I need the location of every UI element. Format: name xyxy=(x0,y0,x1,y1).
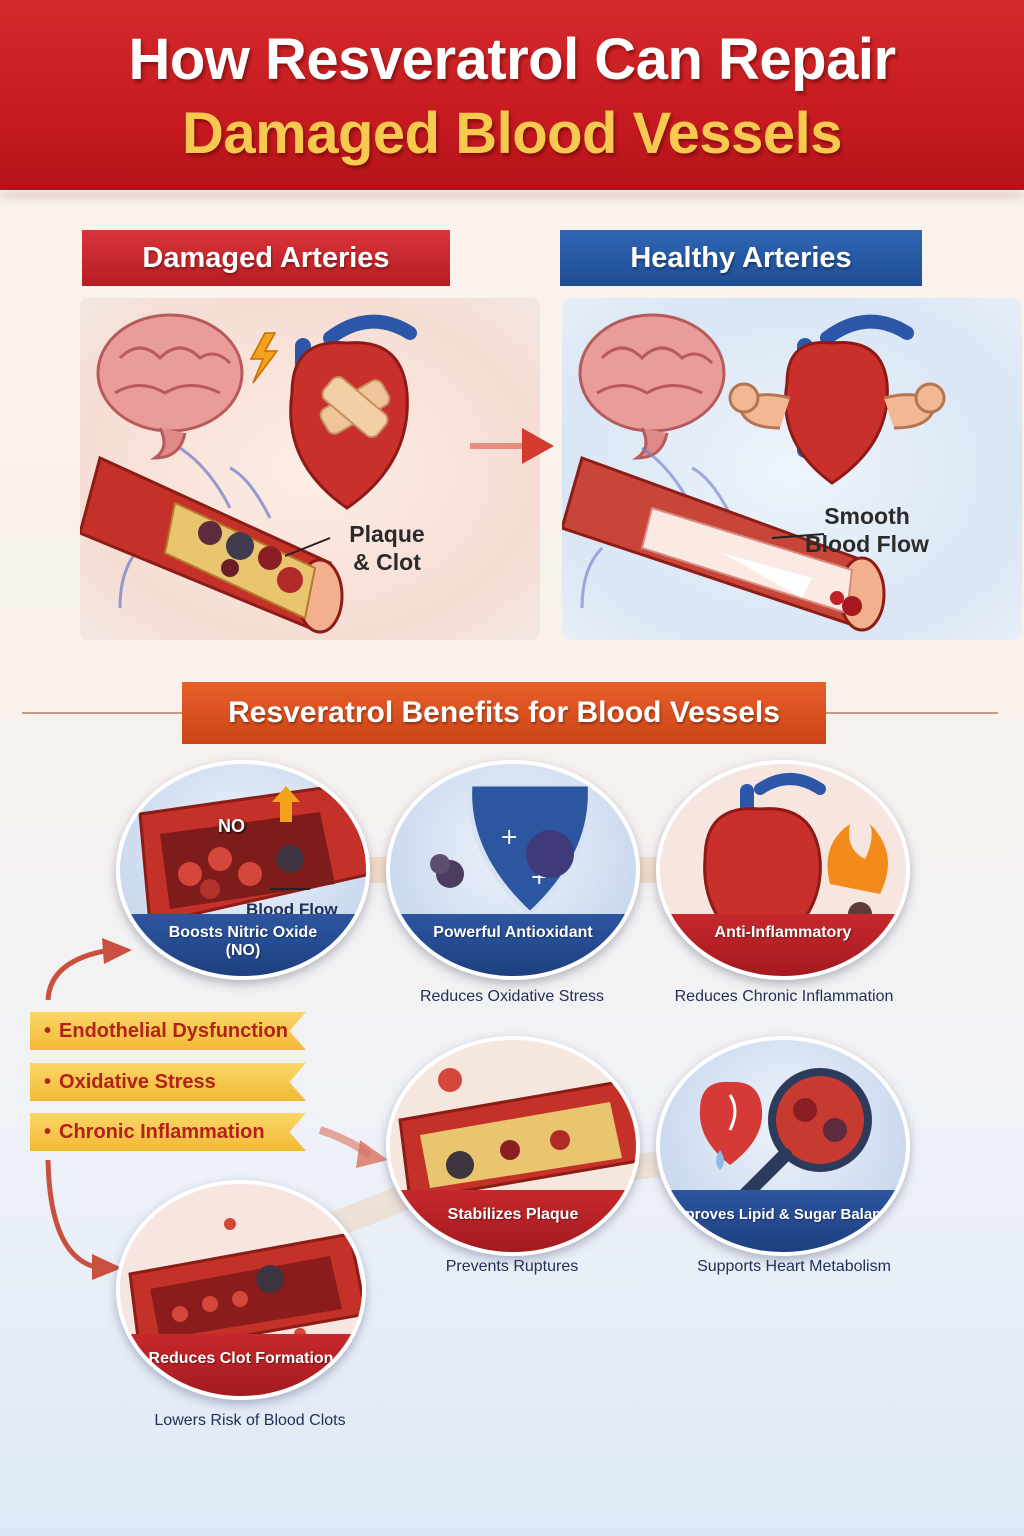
smooth-flow-label: Smooth Blood Flow xyxy=(802,502,932,558)
damaged-arteries-heading: Damaged Arteries xyxy=(82,230,450,286)
benefit-circle-nitric-oxide: NO Blood Flow Boosts Nitric Oxide (NO) xyxy=(116,760,370,980)
benefit-caption: Prevents Ruptures xyxy=(445,1258,579,1275)
arrow-right-icon xyxy=(470,428,554,464)
benefit-title: Reduces Clot Formation xyxy=(148,1350,334,1367)
benefit-title-band: Boosts Nitric Oxide (NO) xyxy=(120,914,366,976)
problem-tag: •Chronic Inflammation xyxy=(30,1113,306,1151)
divider-right xyxy=(826,712,998,714)
smooth-label: Smooth xyxy=(824,503,910,529)
page-title-line1: How Resveratrol Can Repair xyxy=(128,27,896,92)
heart-icon xyxy=(699,1081,763,1165)
benefit-circle-lipid-sugar: Improves Lipid & Sugar Balance xyxy=(656,1036,910,1256)
magnifier-icon xyxy=(768,1068,872,1172)
plaque-clot-label: Plaque & Clot xyxy=(332,520,442,576)
benefit-title: Stabilizes Plaque xyxy=(447,1206,579,1223)
healthy-arteries-panel: Smooth Blood Flow xyxy=(562,298,1022,640)
blood-flow-label: Blood Flow xyxy=(805,531,929,557)
header-banner: How Resveratrol Can Repair Damaged Blood… xyxy=(0,0,1024,198)
benefit-title-band: Reduces Clot Formation xyxy=(120,1334,362,1396)
drop-icon xyxy=(716,1150,724,1170)
strong-heart-icon xyxy=(728,314,946,485)
benefit-circle-clot: Reduces Clot Formation xyxy=(116,1180,366,1400)
antioxidant-illustration: + + xyxy=(430,781,593,918)
divider-left xyxy=(22,712,182,714)
problem-label: Oxidative Stress xyxy=(59,1071,216,1093)
benefit-circle-anti-inflammatory: Anti-Inflammatory xyxy=(656,760,910,980)
problem-tag: •Endothelial Dysfunction xyxy=(30,1012,306,1050)
flame-icon xyxy=(827,824,888,894)
problem-label: Endothelial Dysfunction xyxy=(59,1020,288,1042)
heart-icon xyxy=(289,314,417,510)
benefit-title-sub: (NO) xyxy=(225,942,261,959)
free-radical-icon xyxy=(526,830,574,878)
benefit-title: Anti-Inflammatory xyxy=(714,924,852,941)
problem-tag: •Oxidative Stress xyxy=(30,1063,306,1101)
clot-label: & Clot xyxy=(353,549,421,575)
brain-icon xyxy=(96,313,244,460)
damaged-arteries-panel: Plaque & Clot xyxy=(80,298,540,640)
benefit-caption: Reduces Oxidative Stress xyxy=(419,988,605,1005)
clogged-artery-icon xyxy=(80,455,344,634)
page-title-line2: Damaged Blood Vessels xyxy=(182,101,842,166)
nitric-oxide-illustration xyxy=(138,782,366,926)
benefit-title-band: Stabilizes Plaque xyxy=(390,1190,636,1252)
benefit-title-band: Improves Lipid & Sugar Balance xyxy=(660,1190,906,1252)
lightning-icon xyxy=(249,332,279,384)
arrow-up-icon xyxy=(272,786,300,822)
healthy-arteries-illustration xyxy=(562,313,946,632)
benefit-caption: Supports Heart Metabolism xyxy=(697,1258,891,1275)
benefit-title-band: Powerful Antioxidant xyxy=(390,914,636,976)
damaged-arteries-illustration xyxy=(80,313,417,634)
stabilizes-plaque-illustration xyxy=(390,1040,636,1252)
benefit-circle-stabilizes-plaque: Stabilizes Plaque xyxy=(386,1036,640,1256)
benefit-title-band: Anti-Inflammatory xyxy=(660,914,906,976)
no-badge: NO xyxy=(218,816,245,836)
lipid-sugar-illustration xyxy=(699,1068,872,1207)
benefit-title: Improves Lipid & Sugar Balance xyxy=(667,1206,899,1223)
benefit-caption: Reduces Chronic Inflammation xyxy=(674,988,894,1005)
problem-label: Chronic Inflammation xyxy=(59,1121,265,1143)
benefits-heading: Resveratrol Benefits for Blood Vessels xyxy=(182,682,826,744)
benefit-circle-antioxidant: + + Powerful Antioxidant xyxy=(386,760,640,980)
brain-icon xyxy=(578,313,726,460)
benefit-title: Powerful Antioxidant xyxy=(433,924,593,941)
svg-text:+: + xyxy=(500,825,518,850)
healthy-artery-icon xyxy=(562,456,886,632)
plaque-label: Plaque xyxy=(349,521,425,547)
benefit-caption: Lowers Risk of Blood Clots xyxy=(154,1412,346,1429)
healthy-arteries-heading: Healthy Arteries xyxy=(560,230,922,286)
benefit-title: Boosts Nitric Oxide xyxy=(168,924,318,941)
